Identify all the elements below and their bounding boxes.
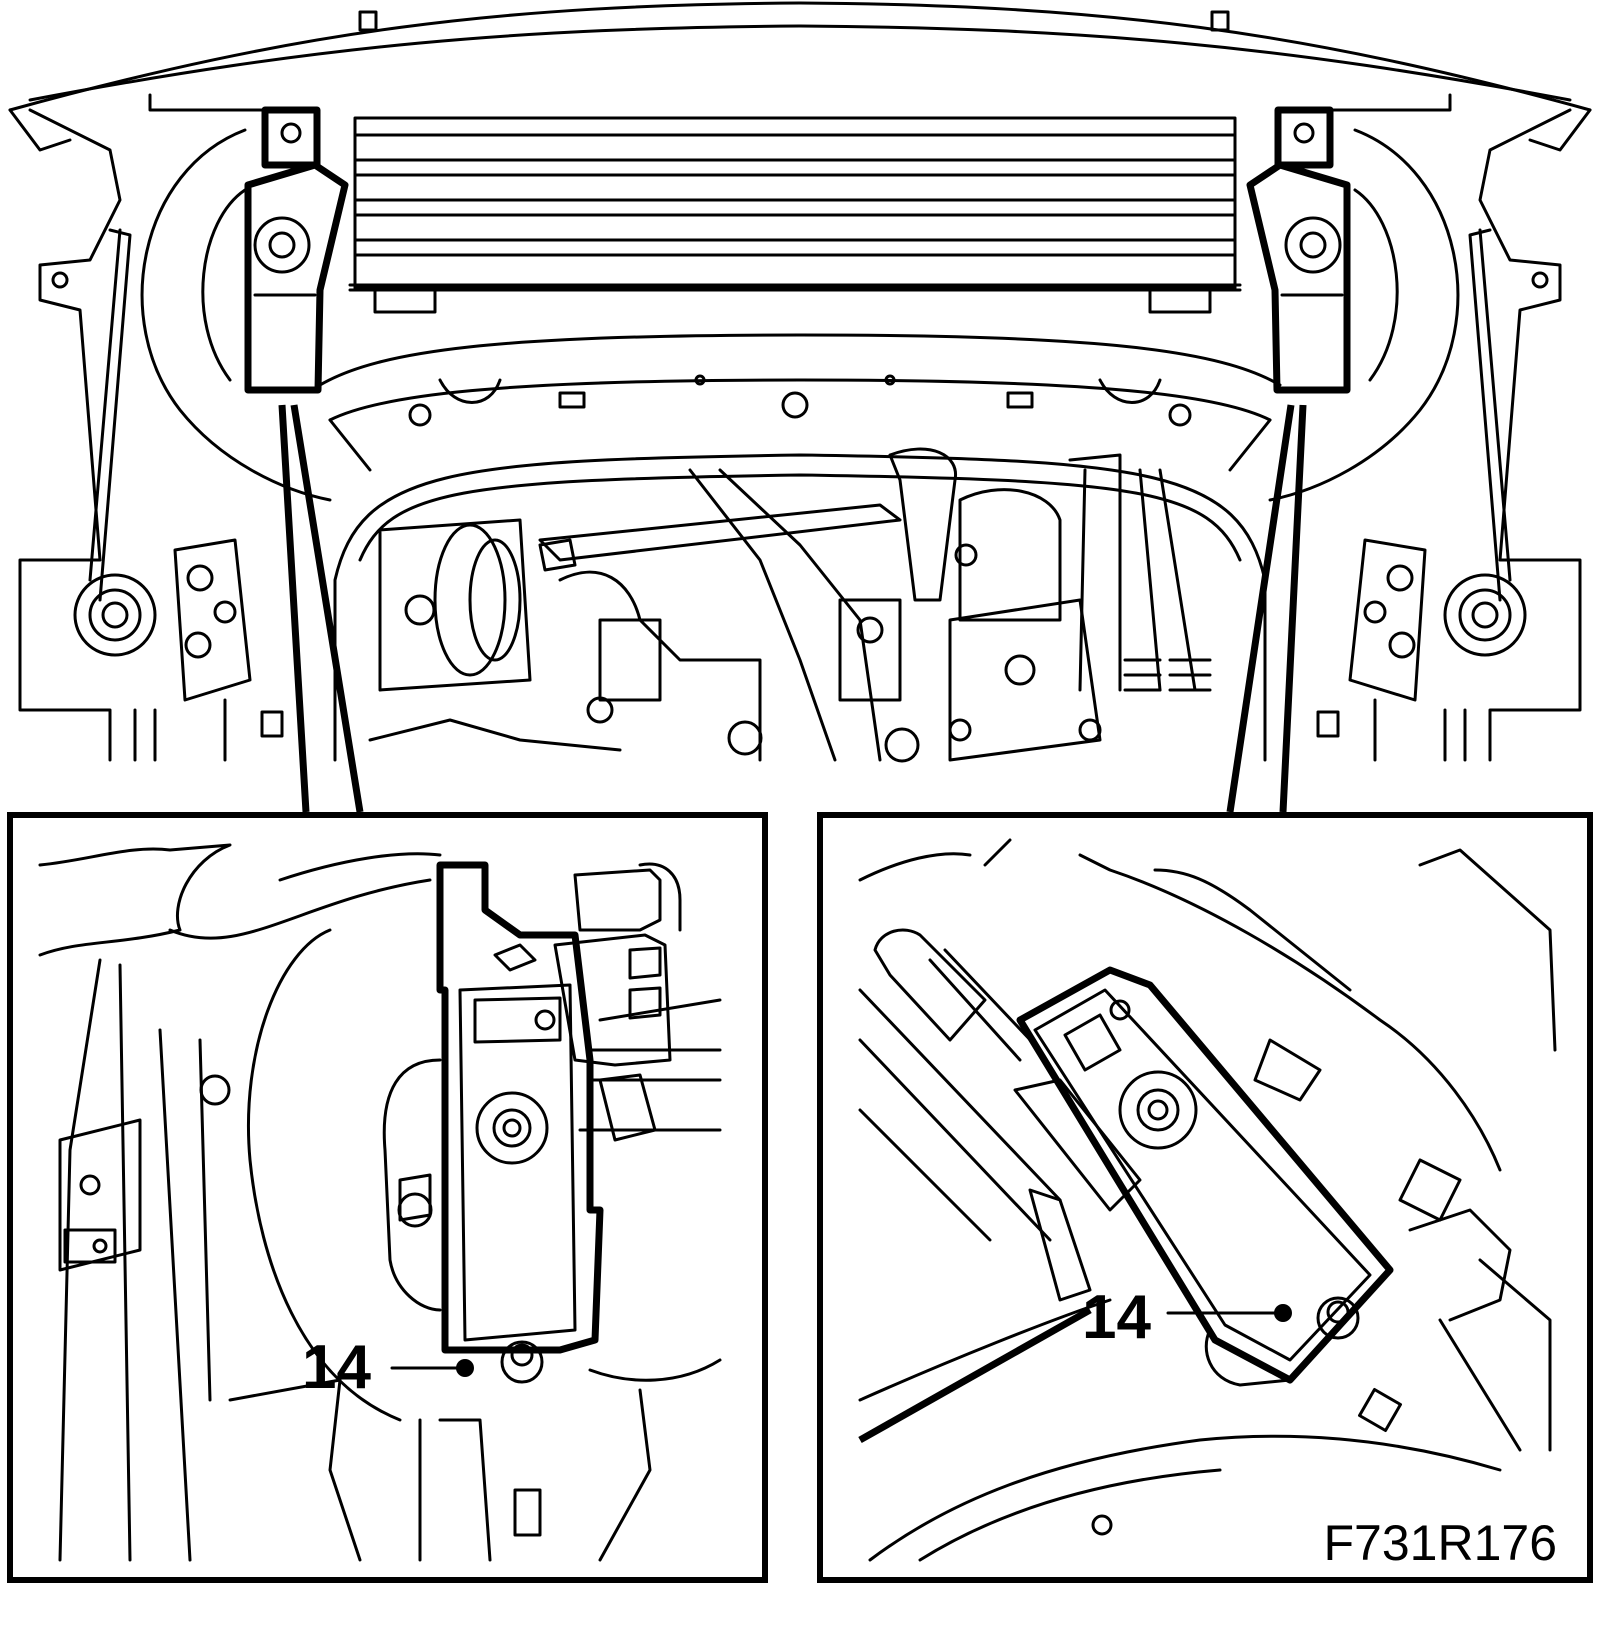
right-detail-view: 14 F731R176	[817, 812, 1593, 1583]
left-detail-leader	[278, 404, 364, 813]
right-callout-label: 14	[1082, 1283, 1151, 1352]
right-mount-bolt	[1316, 1296, 1360, 1340]
engine-components	[368, 447, 1212, 763]
bumper-outline	[8, 1, 1592, 112]
right-detail-frame	[817, 812, 1593, 1583]
radiator	[348, 116, 1242, 314]
left-callout-dot	[456, 1359, 474, 1377]
right-callout-dot	[1274, 1304, 1292, 1322]
right-wheel-arch	[1268, 128, 1460, 502]
left-mount-bracket	[436, 861, 604, 1354]
left-detail-view: 14	[7, 812, 768, 1583]
figure-id: F731R176	[1324, 1515, 1558, 1571]
left-radiator-mount	[244, 106, 349, 394]
cross-member	[318, 333, 1282, 387]
left-mount-bolt	[500, 1340, 544, 1384]
left-wheel-arch	[140, 128, 332, 502]
overview-drawing	[8, 1, 1592, 813]
right-mount-bracket	[1016, 966, 1394, 1384]
right-radiator-mount	[1246, 106, 1351, 394]
right-detail-leader	[1226, 404, 1307, 813]
left-callout-label: 14	[302, 1333, 371, 1402]
